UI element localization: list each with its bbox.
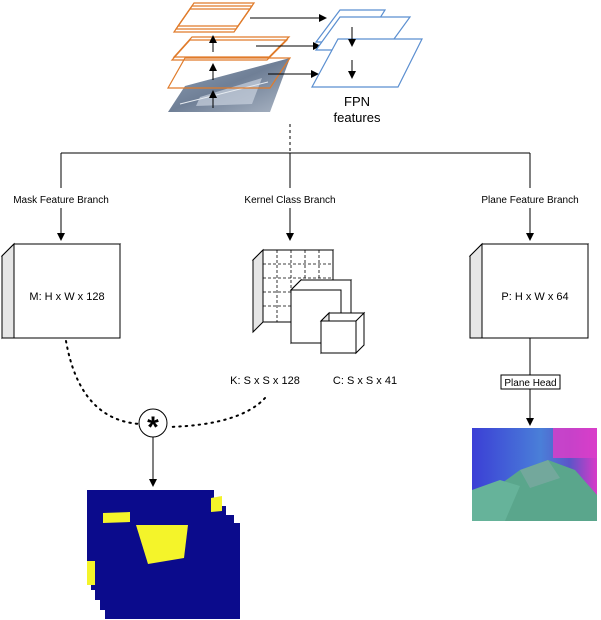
branch-connectors bbox=[60, 124, 531, 188]
plane-feature-block: P: H x W x 64 bbox=[468, 242, 590, 339]
kernel-output-label: K: S x S x 128 bbox=[230, 375, 300, 387]
mask-tensor-label: M: H x W x 128 bbox=[29, 291, 104, 303]
backbone-pyramid bbox=[166, 2, 292, 112]
fpn-label-line1: FPN bbox=[344, 94, 370, 109]
plane-normal-output-image bbox=[472, 428, 597, 521]
lateral-connections bbox=[250, 14, 327, 78]
kernel-class-branch: Kernel Class Branch bbox=[230, 195, 397, 387]
plane-tensor-label: P: H x W x 64 bbox=[501, 291, 568, 303]
backbone-level-1 bbox=[166, 57, 292, 89]
class-output-label: C: S x S x 41 bbox=[333, 375, 397, 387]
plane-feature-branch: Plane Feature Branch P: H x W x 64 Plane… bbox=[468, 195, 597, 521]
plane-head-label: Plane Head bbox=[504, 378, 556, 389]
mask-to-conv-dotted-curve bbox=[65, 340, 141, 425]
mask-highlight-top-left bbox=[103, 512, 130, 523]
fpn-label-line2: features bbox=[334, 110, 381, 125]
fpn-pyramid: FPN features bbox=[310, 9, 423, 125]
kernel-branch-title: Kernel Class Branch bbox=[244, 195, 335, 206]
backbone-level-3c bbox=[176, 2, 256, 27]
class-output-block bbox=[319, 311, 366, 355]
mask-feature-block: M: H x W x 128 bbox=[0, 242, 122, 340]
convolution-symbol: * bbox=[147, 411, 159, 444]
backbone-level-2b bbox=[172, 36, 291, 58]
mask-highlight-center bbox=[136, 525, 188, 564]
mask-highlight-top-right bbox=[211, 496, 222, 512]
kernel-to-conv-dotted-curve bbox=[167, 397, 266, 428]
instance-mask-stack bbox=[87, 490, 240, 619]
mask-branch-title: Mask Feature Branch bbox=[13, 195, 109, 206]
mask-feature-branch: Mask Feature Branch M: H x W x 128 bbox=[0, 195, 122, 340]
mask-highlight-left bbox=[87, 561, 95, 585]
plane-branch-title: Plane Feature Branch bbox=[481, 195, 578, 206]
dynamic-convolution: * bbox=[65, 340, 266, 487]
